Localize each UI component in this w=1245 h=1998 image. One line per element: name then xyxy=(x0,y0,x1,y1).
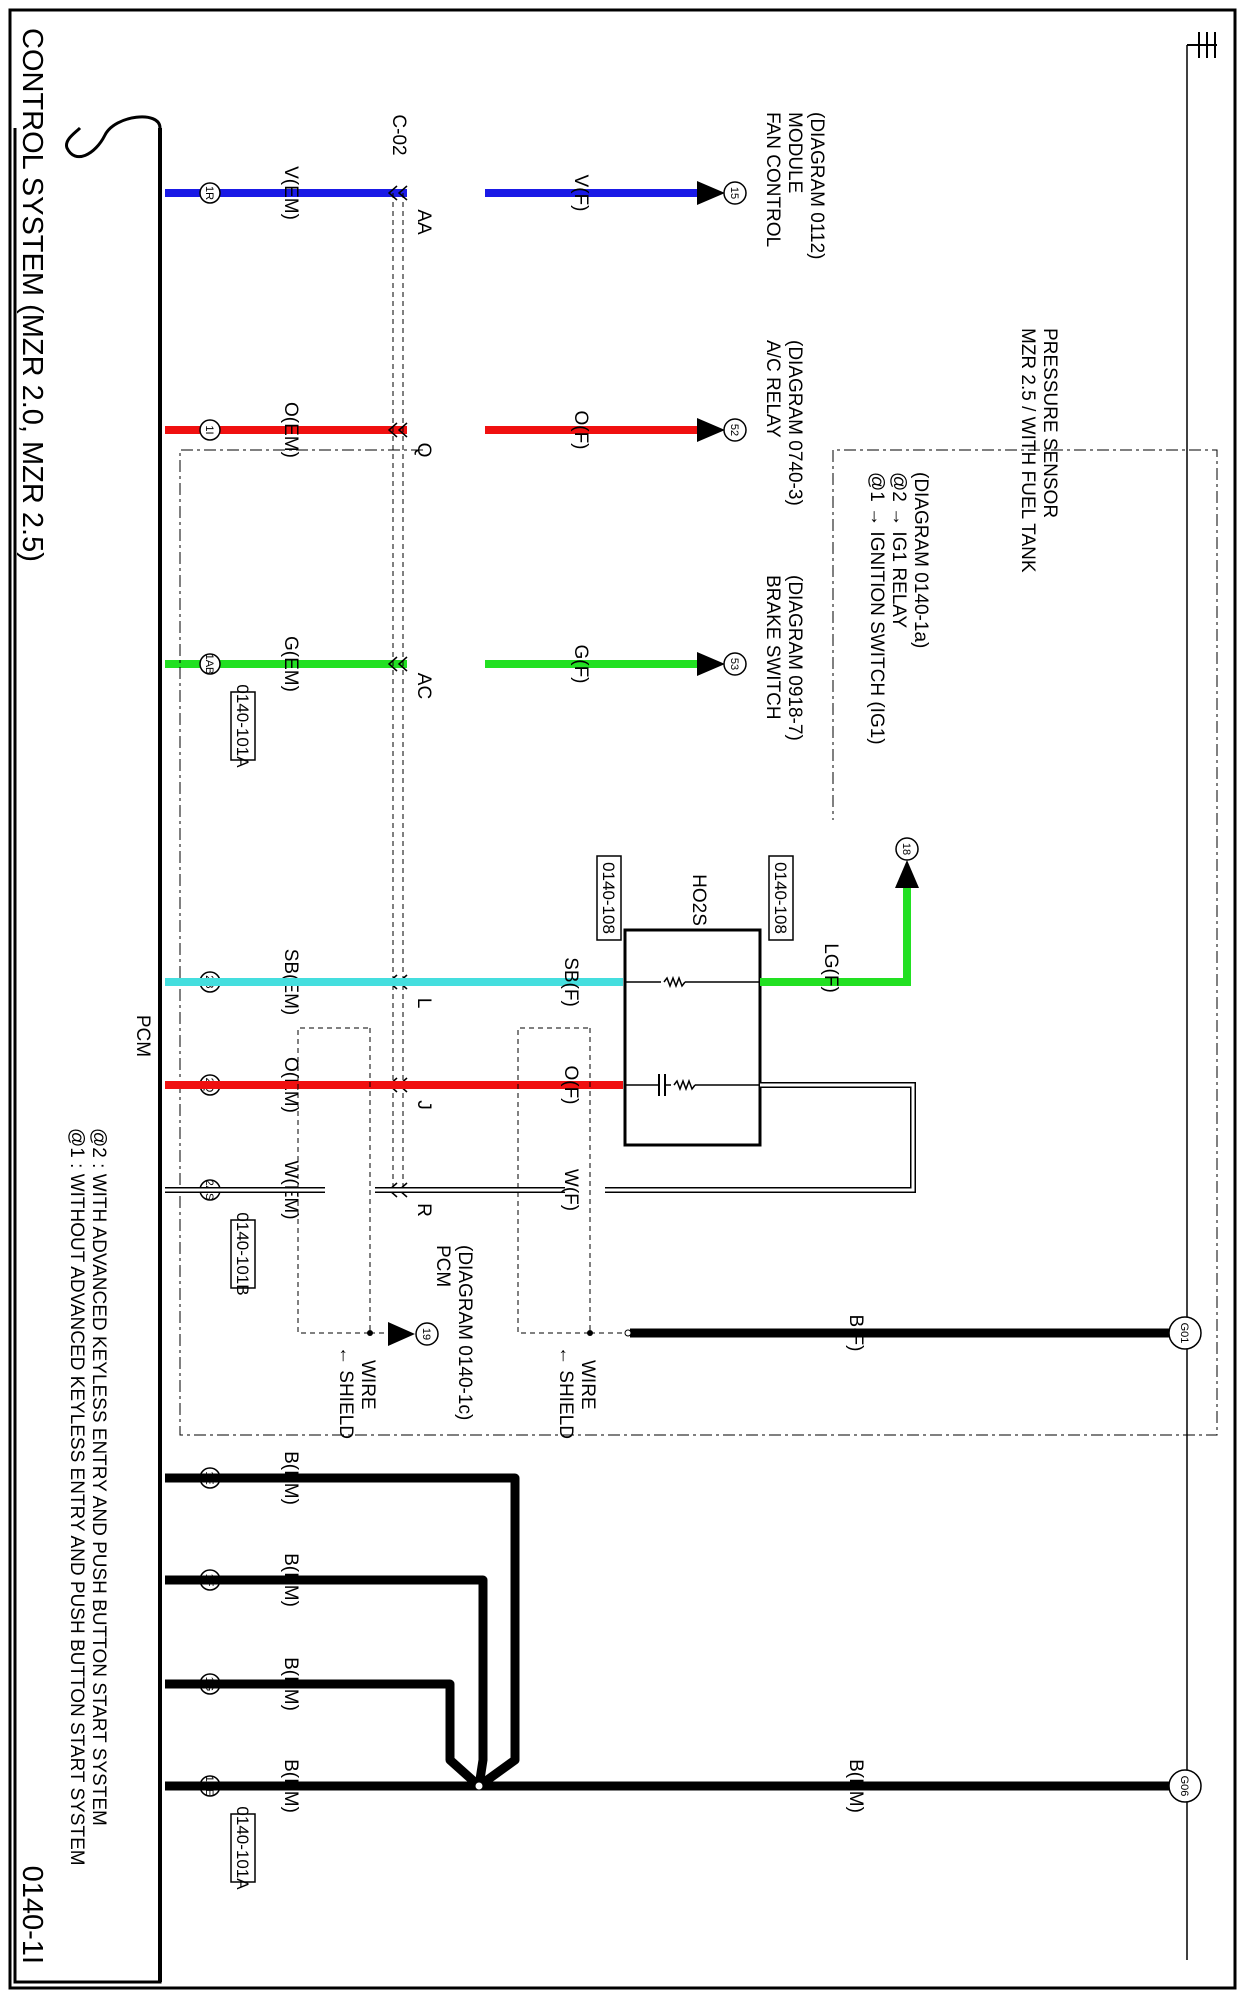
wire-black-em xyxy=(165,1473,1170,1791)
ground-g01: G01 xyxy=(1178,1323,1190,1344)
option-region-box xyxy=(179,449,1218,1436)
svg-text:(DIAGRAM 0140-1c): (DIAGRAM 0140-1c) xyxy=(454,1245,475,1420)
pin-1ab: 1AB xyxy=(203,654,215,675)
wire-label-o-f: O(F) xyxy=(570,410,591,449)
shield-wire-label-em: ← SHIELD WIRE xyxy=(335,1346,378,1439)
ground-g01-circle xyxy=(1168,1316,1202,1350)
svg-text:(DIAGRAM 0740-3): (DIAGRAM 0740-3) xyxy=(784,340,805,506)
ground-g06: G06 xyxy=(1178,1776,1190,1797)
pcm-connector-1: 0140-101A xyxy=(233,684,252,768)
ho2s-label: HO2S xyxy=(688,874,709,926)
ref-circle-52 xyxy=(723,418,747,442)
svg-text:(DIAGRAM 0140-1a): (DIAGRAM 0140-1a) xyxy=(910,472,931,648)
ho2s-connector-tag-b xyxy=(768,855,794,941)
shield-wire-label-f: ← SHIELD WIRE xyxy=(555,1346,598,1439)
ac-relay-text: A/C RELAY (DIAGRAM 0740-3) xyxy=(762,340,805,506)
junction-terminal-aa: AA xyxy=(413,209,434,235)
pcm-label: PCM xyxy=(132,1015,153,1057)
pcm-connector-tag-2 xyxy=(230,1219,256,1289)
wire-white xyxy=(165,1082,916,1193)
page-title: CONTROL SYSTEM (MZR 2.0, MZR 2.5) xyxy=(16,28,48,562)
svg-text:(DIAGRAM 0112): (DIAGRAM 0112) xyxy=(806,112,827,259)
ho2s-connector-a: 0140-108 xyxy=(599,862,618,934)
svg-text:PCM: PCM xyxy=(432,1245,453,1287)
ignition-source-text: @1 → IGNITION SWITCH (IG1) @2 → IG1 RELA… xyxy=(866,472,931,745)
ref-circle-15 xyxy=(723,181,747,205)
pcm-body-break xyxy=(65,115,162,159)
svg-text:← SHIELD: ← SHIELD xyxy=(555,1346,576,1439)
wire-label-o-f-2: O(F) xyxy=(560,1065,581,1104)
svg-text:@1 → IGNITION SWITCH (IG1): @1 → IGNITION SWITCH (IG1) xyxy=(866,472,887,745)
wire-label-w-f: W(F) xyxy=(560,1169,581,1211)
svg-text:A/C RELAY: A/C RELAY xyxy=(762,340,783,438)
wire-black-f-end xyxy=(624,1329,632,1337)
svg-text:(DIAGRAM 0918-7): (DIAGRAM 0918-7) xyxy=(784,575,805,741)
svg-text:MODULE: MODULE xyxy=(784,112,805,193)
ref-18: 18 xyxy=(900,843,912,855)
ground-g06-circle xyxy=(1168,1769,1202,1803)
ref-15: 15 xyxy=(728,187,740,199)
arrow-terminal-18 xyxy=(895,860,919,888)
junction-c02 xyxy=(387,185,408,1198)
ground-symbol-icon xyxy=(1187,32,1217,58)
wire-label-g-f: G(F) xyxy=(570,644,591,683)
page-number: 0140-1I xyxy=(16,1866,48,1964)
brake-switch-text: BRAKE SWITCH (DIAGRAM 0918-7) xyxy=(762,575,805,741)
svg-text:WIRE: WIRE xyxy=(357,1360,378,1410)
junction-terminal-j: J xyxy=(413,1100,434,1110)
ref-52: 52 xyxy=(728,424,740,436)
ref-19: 19 xyxy=(420,1328,432,1340)
junction-terminal-l: L xyxy=(413,998,434,1009)
shield-node-em xyxy=(367,1330,373,1336)
note-2: @2 : WITH ADVANCED KEYLESS ENTRY AND PUS… xyxy=(88,1128,109,1826)
wire-label-b-f: B(F) xyxy=(845,1315,866,1352)
junction-connector-label: C-02 xyxy=(388,114,409,155)
wire-label-o-em: O(EM) xyxy=(280,402,301,458)
junction-terminal-q: Q xyxy=(413,443,434,458)
pcm-connector-tag-1 xyxy=(230,691,256,761)
ref-circle-18 xyxy=(895,837,919,861)
svg-text:← SHIELD: ← SHIELD xyxy=(335,1346,356,1439)
pin-1r: 1R xyxy=(203,186,215,200)
ho2s-connector-b: 0140-108 xyxy=(771,862,790,934)
wire-light-green xyxy=(760,888,911,986)
wire-label-b-em-ground: B(EM) xyxy=(845,1759,866,1813)
wire-label-g-em: G(EM) xyxy=(280,636,301,692)
ref-53: 53 xyxy=(728,658,740,670)
ref-circle-19 xyxy=(415,1322,439,1346)
svg-text:@2 → IG1 RELAY: @2 → IG1 RELAY xyxy=(888,472,909,629)
arrow-terminal-19 xyxy=(388,1322,415,1346)
svg-text:BRAKE SWITCH: BRAKE SWITCH xyxy=(762,575,783,720)
junction-terminal-ac: AC xyxy=(413,673,434,699)
note-1: @1 : WITHOUT ADVANCED KEYLESS ENTRY AND … xyxy=(66,1128,87,1866)
ho2s-connector-tag-a xyxy=(596,855,622,941)
ho2s-internals xyxy=(625,975,760,1096)
ref-circle-53 xyxy=(723,652,747,676)
ho2s-body xyxy=(623,928,762,1147)
option-box-line-1: MZR 2.5 / WITH FUEL TANK xyxy=(1017,328,1038,573)
wire-label-sb-f: SB(F) xyxy=(560,957,581,1007)
svg-text:FAN CONTROL: FAN CONTROL xyxy=(762,112,783,247)
pin-1i: 1I xyxy=(203,425,215,434)
page-border xyxy=(8,8,1237,1990)
pcm-connector-2: 0140-101B xyxy=(233,1212,252,1295)
wire-label-v-em: V(EM) xyxy=(280,166,301,220)
shield-box-em xyxy=(297,1027,371,1334)
pcm-connector-tag-3 xyxy=(230,1813,256,1883)
pcm-ref-text: PCM (DIAGRAM 0140-1c) xyxy=(432,1245,475,1420)
wire-label-v-f: V(F) xyxy=(570,175,591,212)
arrow-terminals-top xyxy=(697,181,725,676)
wire-label-lg-f: LG(F) xyxy=(820,943,841,993)
option-box-line-2: PRESSURE SENSOR xyxy=(1039,328,1060,518)
fan-control-module-text: FAN CONTROL MODULE (DIAGRAM 0112) xyxy=(762,112,827,259)
svg-text:WIRE: WIRE xyxy=(577,1360,598,1410)
junction-terminal-r: R xyxy=(413,1203,434,1217)
ground-splice xyxy=(474,1781,484,1791)
pcm-connector-3: 0140-101A xyxy=(233,1806,252,1890)
